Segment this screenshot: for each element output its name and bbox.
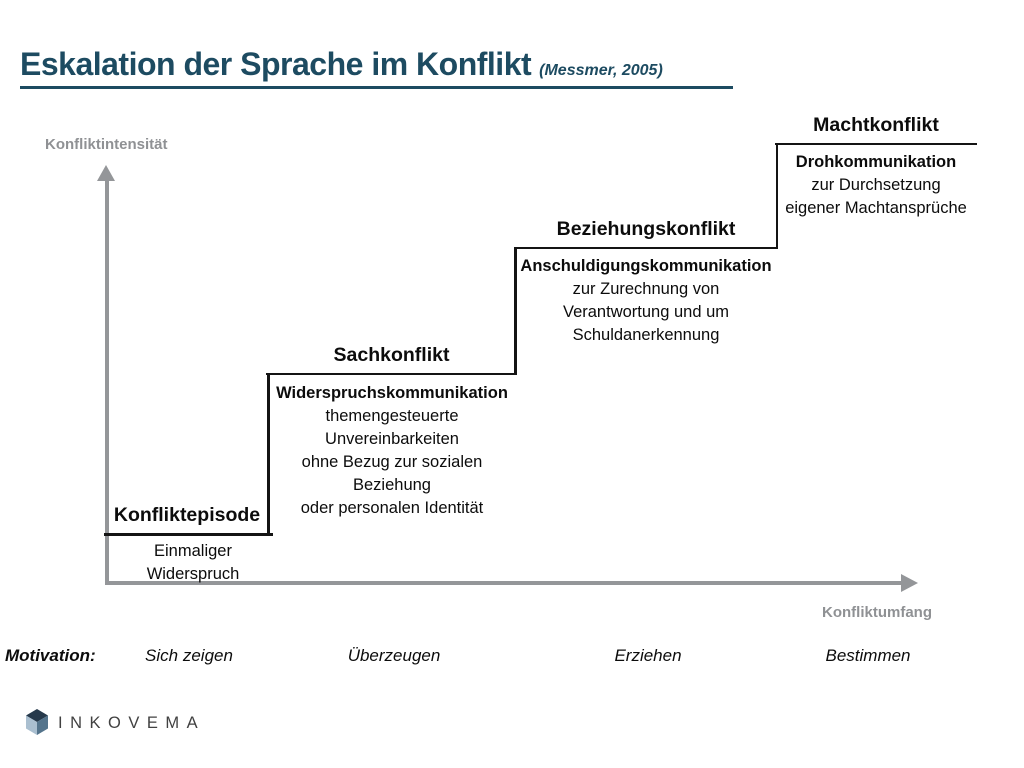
motivation-item-1: Sich zeigen: [145, 646, 233, 665]
x-axis-line: [105, 581, 903, 585]
step4-riser-line: [775, 143, 778, 248]
step1-tread-line: [104, 533, 273, 536]
title-block: Eskalation der Sprache im Konflikt (Messm…: [20, 46, 663, 83]
motivation-item-4: Bestimmen: [825, 646, 911, 665]
step2-tread-line: [266, 372, 517, 375]
step3-riser-line: [514, 247, 517, 374]
x-axis-label: Konfliktumfang: [822, 604, 932, 621]
brand-logo: INKOVEMA: [25, 708, 205, 736]
step3-tread-line: [514, 246, 778, 249]
description-emphasis: Widerspruchskommunikation: [276, 384, 508, 402]
description-line: themengesteuerte: [325, 407, 459, 425]
description-line: zur Zurechnung von: [572, 280, 720, 298]
cube-logo-icon: [26, 709, 48, 735]
y-axis-arrow-icon: [97, 165, 115, 181]
description-line: Beziehung: [353, 476, 431, 494]
step3-description: Anschuldigungskommunikation zur Zurechnu…: [516, 255, 776, 347]
description-line: ohne Bezug zur sozialen: [301, 453, 483, 471]
description-line: Einmaliger: [154, 542, 232, 560]
description-line: Verantwortung und um: [562, 303, 730, 321]
description-line: zur Durchsetzung: [811, 176, 941, 194]
x-axis-arrow-icon: [901, 574, 918, 592]
description-emphasis: Drohkommunikation: [795, 153, 957, 171]
brand-name: INKOVEMA: [58, 713, 206, 732]
description-line: Schuldanerkennung: [572, 326, 720, 344]
description-line: Unvereinbarkeiten: [325, 430, 459, 448]
step4-description: Drohkommunikation zur Durchsetzung eigen…: [777, 151, 975, 220]
y-axis-line: [105, 180, 109, 583]
description-emphasis: Anschuldigungskommunikation: [520, 257, 772, 275]
y-axis-label: Konfliktintensität: [45, 136, 168, 153]
step4-tread-line: [775, 142, 977, 145]
title-attribution: (Messmer, 2005): [539, 62, 663, 79]
motivation-item-3: Erziehen: [614, 646, 682, 665]
description-line: eigener Machtansprüche: [785, 199, 967, 217]
page-title: Eskalation der Sprache im Konflikt: [20, 46, 532, 82]
step1-label: Konfliktepisode: [113, 504, 261, 526]
step2-label: Sachkonflikt: [333, 344, 450, 366]
motivation-item-2: Überzeugen: [347, 646, 441, 665]
motivation-label: Motivation:: [5, 646, 96, 665]
step3-label: Beziehungskonflikt: [556, 218, 736, 240]
title-underline: [20, 86, 733, 89]
description-line: oder personalen Identität: [300, 499, 484, 517]
step2-riser-line: [267, 373, 270, 535]
step2-description: Widerspruchskommunikation themengesteuer…: [268, 382, 516, 520]
step4-label: Machtkonflikt: [813, 114, 939, 136]
step1-description: Einmaliger Widerspruch: [104, 540, 282, 585]
description-line: Widerspruch: [146, 564, 240, 583]
